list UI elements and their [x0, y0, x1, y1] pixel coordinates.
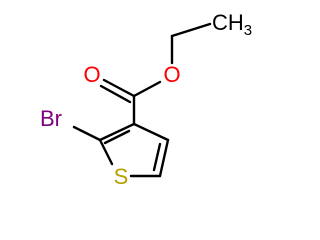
atom-ester-oxygen: O: [163, 62, 180, 87]
bond-ring-c3-c2-inner: [103, 129, 131, 145]
methyl-subscript: 3: [244, 22, 252, 39]
bond-o-ester-carbonyl-c: [132, 80, 162, 98]
atom-sulfur: S: [114, 164, 129, 189]
chemical-structure-diagram: O O CH3 Br S: [40, 10, 252, 189]
bond-ring-c4-c3: [132, 122, 170, 142]
atom-bromine: Br: [40, 106, 62, 131]
bond-ch3-ch2: [170, 22, 212, 38]
methyl-ch: CH: [212, 10, 244, 35]
bond-ring-c5-c4: [158, 138, 170, 178]
atom-carbonyl-oxygen: O: [83, 62, 100, 87]
bond-carbonyl-double-2: [99, 84, 132, 104]
bond-carbonyl-double-1: [102, 78, 136, 98]
bond-ring-c2-s: [98, 138, 114, 166]
atom-methyl-group: CH3: [212, 10, 252, 39]
bond-ring-c2-br: [72, 125, 102, 142]
bond-ring-c5-c4-inner: [152, 142, 162, 172]
bonds: [72, 22, 212, 178]
bond-ring-c3-c2: [98, 122, 136, 142]
